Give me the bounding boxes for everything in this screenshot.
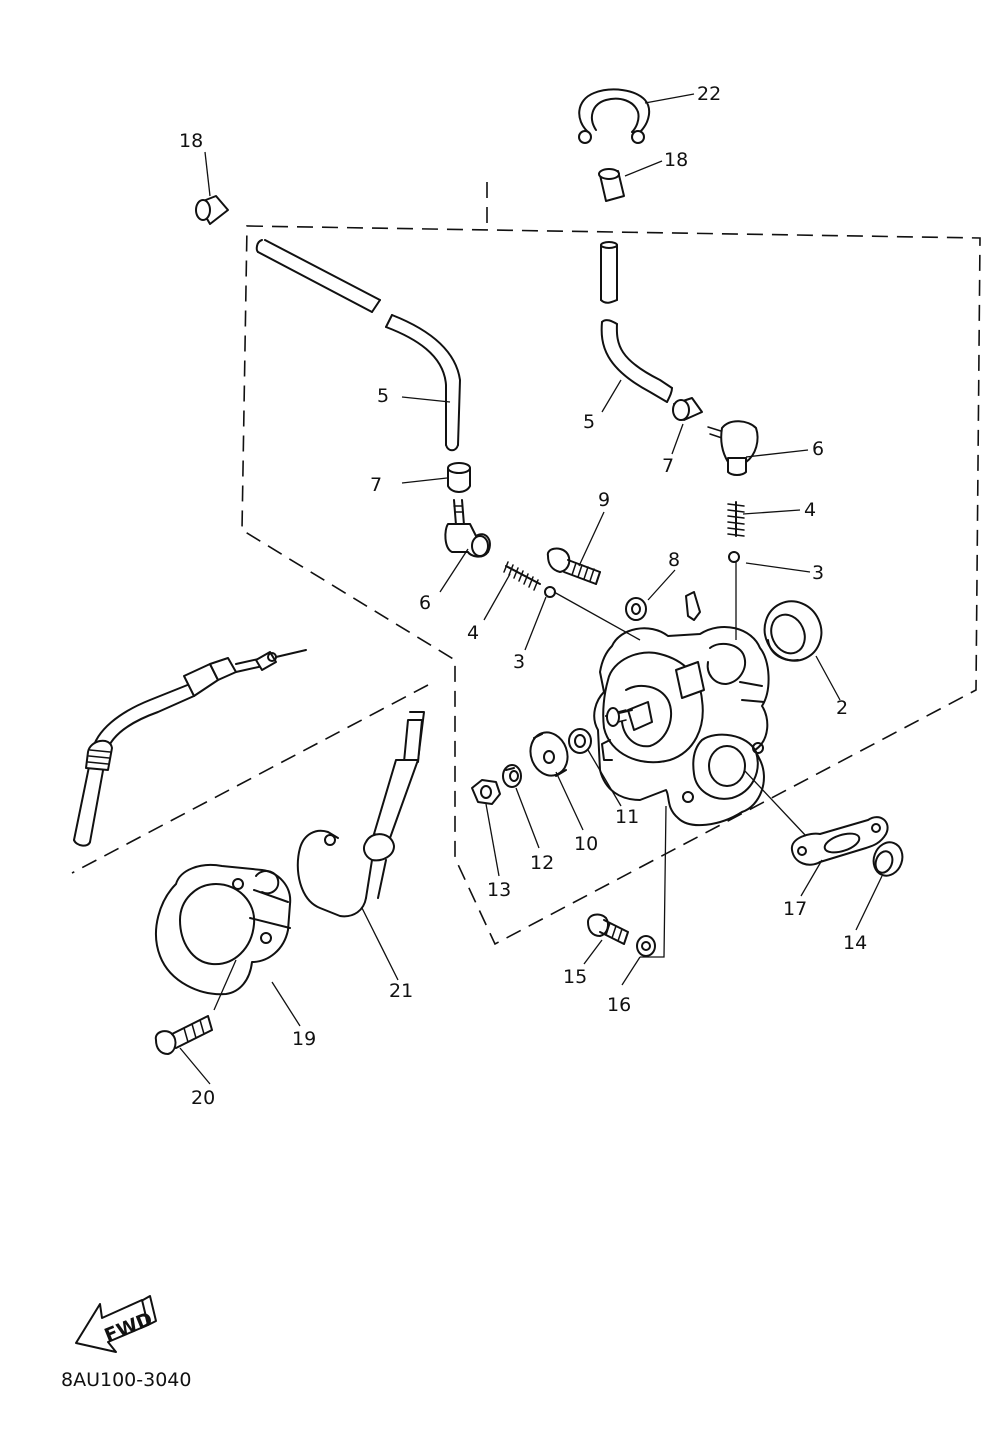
callout-3-left: 3 <box>513 651 525 673</box>
elbow-fitting-part-6-right <box>707 420 759 476</box>
callout-4-left: 4 <box>467 622 479 644</box>
gasket-part-17 <box>790 816 889 866</box>
callout-6-left: 6 <box>419 592 431 614</box>
callout-20: 20 <box>191 1087 215 1109</box>
check-ball-part-3-right <box>728 551 740 563</box>
bolt-part-9 <box>546 547 601 585</box>
callout-15: 15 <box>563 966 587 988</box>
callout-2: 2 <box>836 697 848 719</box>
callout-13: 13 <box>487 879 511 901</box>
callout-21: 21 <box>389 980 413 1002</box>
oil-hose-part-5-left <box>255 239 461 452</box>
lock-washer-part-12 <box>502 764 522 788</box>
callout-10: 10 <box>574 833 598 855</box>
callout-5-left: 5 <box>377 385 389 407</box>
callout-11: 11 <box>615 806 639 828</box>
bolt-part-15 <box>587 913 629 945</box>
callout-5-right: 5 <box>583 411 595 433</box>
check-ball-part-3-left <box>544 586 556 598</box>
callout-12: 12 <box>530 852 554 874</box>
assembly-boundary <box>71 182 981 946</box>
callout-19: 19 <box>292 1028 316 1050</box>
callout-7-right: 7 <box>662 455 674 477</box>
washer-part-11 <box>568 728 592 754</box>
callout-3-right: 3 <box>812 562 824 584</box>
oil-hose-part-5-right <box>600 241 673 403</box>
callout-22: 22 <box>697 83 721 105</box>
elbow-fitting-part-6-left <box>444 499 491 558</box>
hose-clip-part-22 <box>578 88 651 144</box>
oil-seal-part-2 <box>763 600 823 662</box>
control-cable <box>73 649 307 847</box>
callout-4-right: 4 <box>804 499 816 521</box>
washer-part-14 <box>872 841 904 877</box>
oil-pump-body <box>593 591 770 827</box>
hose-sleeve-part-7-right <box>672 397 703 421</box>
callout-18-left: 18 <box>179 130 203 152</box>
nut-part-13 <box>471 779 501 805</box>
callout-6-right: 6 <box>812 438 824 460</box>
callout-18-right: 18 <box>664 149 688 171</box>
washer-part-16 <box>636 935 656 957</box>
bolt-part-20 <box>154 1015 213 1055</box>
check-spring-part-4-right <box>727 501 745 537</box>
callout-9: 9 <box>598 489 610 511</box>
callout-labels: 22 18 18 5 5 7 7 6 6 9 8 4 4 3 3 2 10 11… <box>179 83 867 1109</box>
leader-lines <box>179 93 883 1085</box>
diagram-part-code: 8AU100-3040 <box>61 1369 191 1391</box>
callout-16: 16 <box>607 994 631 1016</box>
callout-14: 14 <box>843 932 867 954</box>
pulley-part-10 <box>529 731 569 777</box>
callout-17: 17 <box>783 898 807 920</box>
pump-cover-part-19 <box>155 864 292 996</box>
callout-8: 8 <box>668 549 680 571</box>
check-spring-part-4-left <box>503 561 541 591</box>
callout-7-left: 7 <box>370 474 382 496</box>
cable-part-21 <box>296 711 425 918</box>
hose-cap-part-18-left <box>195 195 229 225</box>
forward-direction-arrow: FWD <box>75 1295 157 1353</box>
washer-part-8 <box>625 597 647 621</box>
hose-sleeve-part-7-left <box>447 462 471 493</box>
hose-cap-part-18-right <box>598 168 625 202</box>
